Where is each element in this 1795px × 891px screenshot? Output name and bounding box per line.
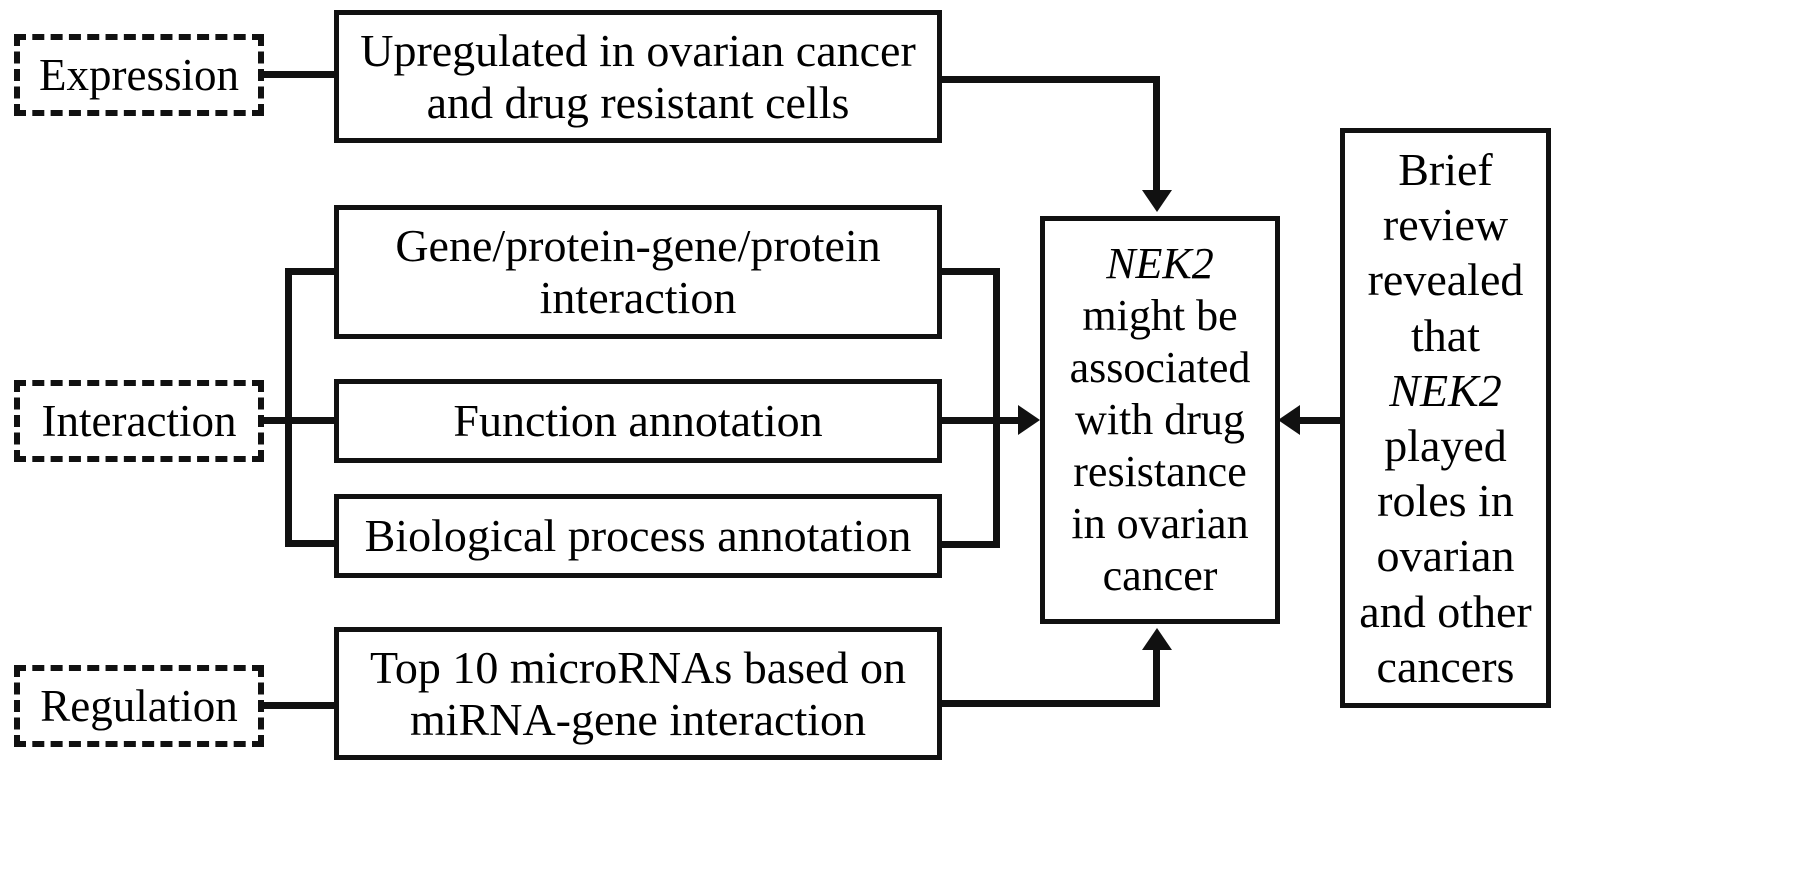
connector-conclusion-right-spine <box>993 268 1000 548</box>
connector-interaction-stub <box>256 417 338 424</box>
category-label-interaction: Interaction <box>41 395 237 446</box>
node-text-interaction-detail-1: Gene/protein-gene/protein interaction <box>395 220 881 323</box>
category-box-interaction[interactable]: Interaction <box>14 380 264 462</box>
node-box-regulation-detail[interactable]: Top 10 microRNAs based on miRNA-gene int… <box>334 627 942 760</box>
connector-expression-to-conclusion-v <box>1153 76 1160 192</box>
node-text-interaction-detail-3: Biological process annotation <box>364 510 912 562</box>
node-box-interaction-detail-2[interactable]: Function annotation <box>334 379 942 463</box>
connector-evidence-to-conclusion <box>1300 417 1344 424</box>
node-text-regulation-detail: Top 10 microRNAs based on miRNA-gene int… <box>370 641 906 745</box>
evidence-box-brief-review[interactable]: Brief review revealed that NEK2 played r… <box>1340 128 1551 708</box>
connector-interaction-branch-1 <box>285 268 338 275</box>
node-box-interaction-detail-1[interactable]: Gene/protein-gene/protein interaction <box>334 205 942 339</box>
category-box-regulation[interactable]: Regulation <box>14 665 264 747</box>
arrowhead-expression-to-conclusion <box>1142 190 1172 212</box>
connector-detail3-to-spine <box>938 541 1000 548</box>
conclusion-gene-name: NEK2 <box>1106 239 1214 289</box>
connector-interaction-spine <box>285 268 292 547</box>
category-label-expression: Expression <box>39 49 239 100</box>
evidence-before: Brief review revealed that <box>1367 144 1524 361</box>
evidence-gene-name: NEK2 <box>1389 364 1502 416</box>
connector-detail2-to-conclusion <box>938 417 1028 424</box>
conclusion-box-nek2[interactable]: NEK2 might be associated with drug resis… <box>1040 216 1280 624</box>
arrowhead-interaction-to-conclusion <box>1018 405 1040 435</box>
node-text-expression-detail: Upregulated in ovarian cancer and drug r… <box>360 24 916 128</box>
arrowhead-evidence-to-conclusion <box>1278 405 1300 435</box>
connector-regulation-to-conclusion-v <box>1153 650 1160 703</box>
category-box-expression[interactable]: Expression <box>14 34 264 116</box>
node-box-expression-detail[interactable]: Upregulated in ovarian cancer and drug r… <box>334 10 942 143</box>
connector-interaction-branch-3 <box>285 540 338 547</box>
conclusion-rest: might be associated with drug resistance… <box>1069 291 1251 600</box>
connector-regulation-stub <box>256 702 338 709</box>
connector-detail1-to-spine <box>938 268 1000 275</box>
conclusion-text: NEK2 might be associated with drug resis… <box>1045 238 1275 601</box>
arrowhead-regulation-to-conclusion <box>1142 628 1172 650</box>
connector-expression-stub <box>256 71 338 78</box>
connector-expression-to-conclusion-h <box>938 76 1160 83</box>
category-label-regulation: Regulation <box>40 680 238 731</box>
evidence-after: played roles in ovarian and other cancer… <box>1359 420 1532 692</box>
connector-regulation-to-conclusion-h <box>938 700 1160 707</box>
node-text-interaction-detail-2: Function annotation <box>453 395 823 447</box>
evidence-text: Brief review revealed that NEK2 played r… <box>1345 142 1546 694</box>
node-box-interaction-detail-3[interactable]: Biological process annotation <box>334 494 942 578</box>
